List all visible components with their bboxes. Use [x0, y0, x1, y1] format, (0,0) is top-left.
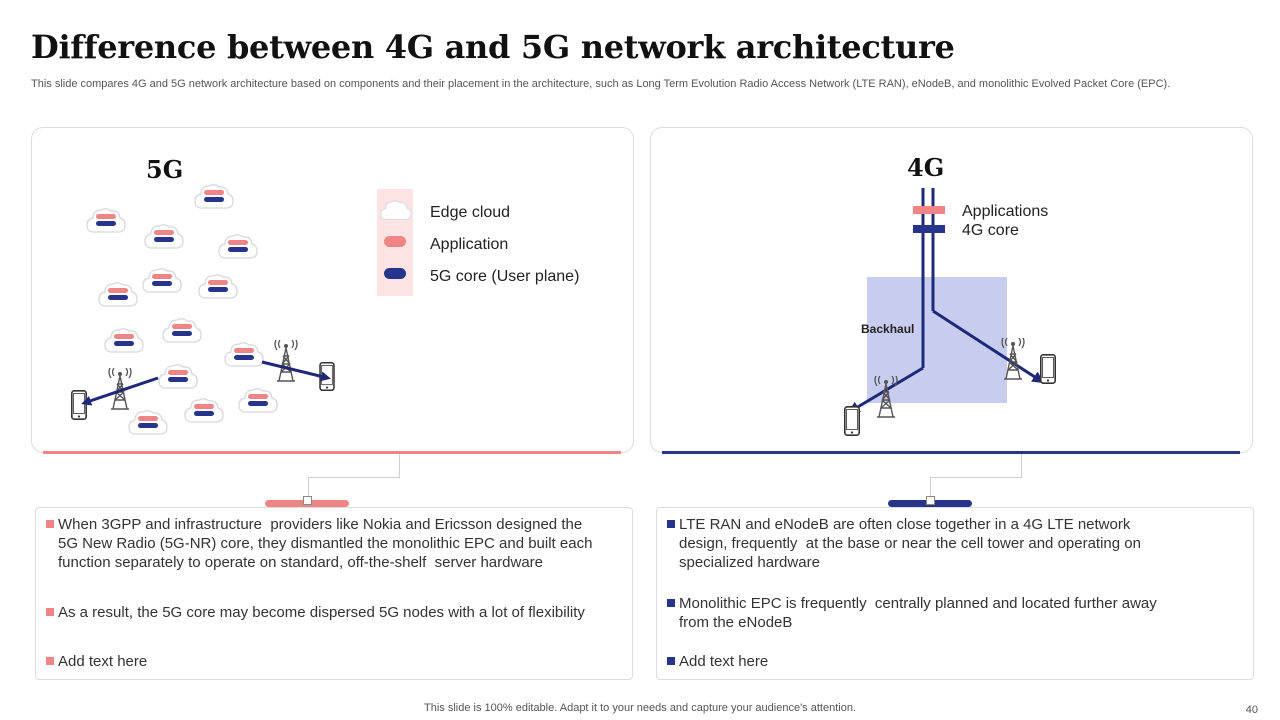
legend-5g-core: 5G core (User plane)	[430, 268, 579, 285]
legend-applications: Applications	[962, 203, 1048, 220]
bullet-marker	[46, 608, 54, 616]
bullet-marker	[46, 657, 54, 665]
connector-node	[926, 496, 935, 505]
connector-line	[308, 477, 400, 478]
footer-note: This slide is 100% editable. Adapt it to…	[424, 702, 856, 714]
legend-application: Application	[430, 236, 508, 253]
bullet-marker	[667, 599, 675, 607]
edge-cloud-icon	[98, 282, 138, 307]
bullet-text: When 3GPP and infrastructure providers l…	[58, 516, 593, 571]
panel-4g-underline	[662, 451, 1240, 454]
phone-icon	[844, 406, 860, 436]
connector-line	[308, 477, 309, 497]
edge-cloud-icon	[128, 410, 168, 435]
bullet-marker	[46, 520, 54, 528]
connector-line	[930, 477, 1022, 478]
edge-cloud-icon	[162, 318, 202, 343]
connector-node	[303, 496, 312, 505]
core-legend-icon	[913, 225, 945, 233]
bullet-text: Add text here	[58, 653, 148, 670]
edge-cloud-icon	[104, 328, 144, 353]
phone-icon	[1040, 354, 1056, 384]
edge-cloud-icon	[86, 208, 126, 233]
legend-edge-cloud: Edge cloud	[430, 204, 510, 221]
label-5g: 5G	[146, 155, 183, 184]
page-subtitle: This slide compares 4G and 5G network ar…	[31, 78, 1171, 90]
bullet-marker	[667, 657, 675, 665]
edge-cloud-icon	[142, 268, 182, 293]
label-4g: 4G	[907, 153, 944, 182]
connection-arrow	[932, 309, 1045, 384]
diagram-5g: 5G Edge	[71, 155, 579, 435]
bullet-text: As a result, the 5G core may become disp…	[58, 604, 585, 621]
bullet-text: LTE RAN and eNodeB are often close toget…	[679, 516, 1141, 571]
edge-cloud-icon	[144, 224, 184, 249]
application-legend-icon	[384, 236, 406, 247]
phone-icon	[71, 389, 87, 421]
backhaul-area	[867, 277, 1007, 403]
connector-line	[930, 477, 931, 497]
core-legend-icon	[384, 268, 406, 279]
page-number: 40	[1245, 704, 1258, 716]
backhaul-label: Backhaul	[861, 322, 914, 336]
diagram-4g: 4G Backhaul Applications 4G core	[844, 153, 1056, 436]
cell-tower-icon	[274, 340, 298, 382]
edge-cloud-icon	[194, 184, 234, 209]
applications-legend-icon	[913, 206, 945, 214]
connection-arrow	[261, 360, 331, 382]
legend-4g-core: 4G core	[962, 222, 1019, 239]
edge-cloud-icon	[158, 364, 198, 389]
edge-cloud-icon	[198, 274, 238, 299]
connector-line	[1021, 454, 1022, 478]
bullet-text: Monolithic EPC is frequently centrally p…	[679, 595, 1157, 631]
connection-arrow	[81, 376, 159, 406]
panel-5g: 5G Edge	[31, 127, 634, 453]
textbox-5g: When 3GPP and infrastructure providers l…	[35, 507, 633, 680]
edge-cloud-icon	[184, 398, 224, 423]
panel-5g-underline	[43, 451, 621, 454]
edge-cloud-icon	[218, 234, 258, 259]
page-title: Difference between 4G and 5G network arc…	[31, 28, 955, 66]
textbox-4g: LTE RAN and eNodeB are often close toget…	[656, 507, 1254, 680]
edge-cloud-icon	[224, 342, 264, 367]
bullet-text: Add text here	[679, 653, 769, 670]
edge-cloud-icon	[238, 388, 278, 413]
connector-line	[399, 454, 400, 478]
panel-4g: 4G Backhaul Applications 4G core	[650, 127, 1253, 453]
edge-cloud-group	[86, 184, 278, 435]
bullet-marker	[667, 520, 675, 528]
